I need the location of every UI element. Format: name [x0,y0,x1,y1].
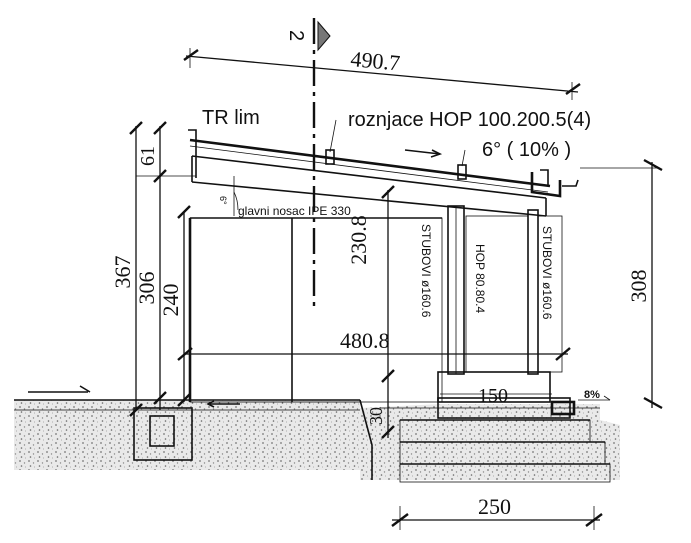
section-line [312,18,331,312]
main-beam-label: glavni nosac IPE 330 [238,204,351,218]
column-b-label: HOP 80.80.4 [473,244,487,313]
left-overall-label: 367 [110,256,135,289]
top-span-label: 490.7 [350,46,402,75]
ground [14,399,620,480]
dim-bottom-width [391,506,603,530]
small-angle-label: 6° [218,196,228,205]
dim-interior-height [381,185,395,439]
left-top-label: 61 [137,146,159,166]
roof [188,129,579,217]
columns [447,205,539,375]
right-kerb [550,400,576,416]
leaders [329,119,466,167]
interior-height-label: 230.8 [346,215,371,265]
base-step-label: 30 [366,407,386,425]
left-inner-label: 240 [158,284,183,317]
inner-span-label: 480.8 [340,328,390,353]
roof-material-label: TR lim [202,107,260,129]
bottom-width-label: 250 [478,494,511,519]
steps [399,397,611,483]
ground-arrows [28,385,611,408]
dim-right-height [580,158,663,410]
angle-mark [233,176,239,216]
left-mid-label: 306 [134,272,159,305]
dim-left-stack [129,121,196,417]
pad-width-label: 150 [478,385,508,407]
slope-label: 6° ( 10% ) [482,139,571,161]
dim-inner-span [177,347,571,361]
purlin-label: roznjace HOP 100.200.5(4) [348,109,591,131]
column-a-label: STUBOVI ø160.6 [419,224,433,318]
left-footing [133,407,193,461]
column-c-label: STUBOVI ø160.6 [540,226,554,320]
right-height-label: 308 [626,270,651,303]
dim-top-span [183,48,581,100]
ground-slope-label: 8% [584,389,600,401]
mesh-wall [188,217,443,403]
section-mark-label: 2 [285,30,307,41]
